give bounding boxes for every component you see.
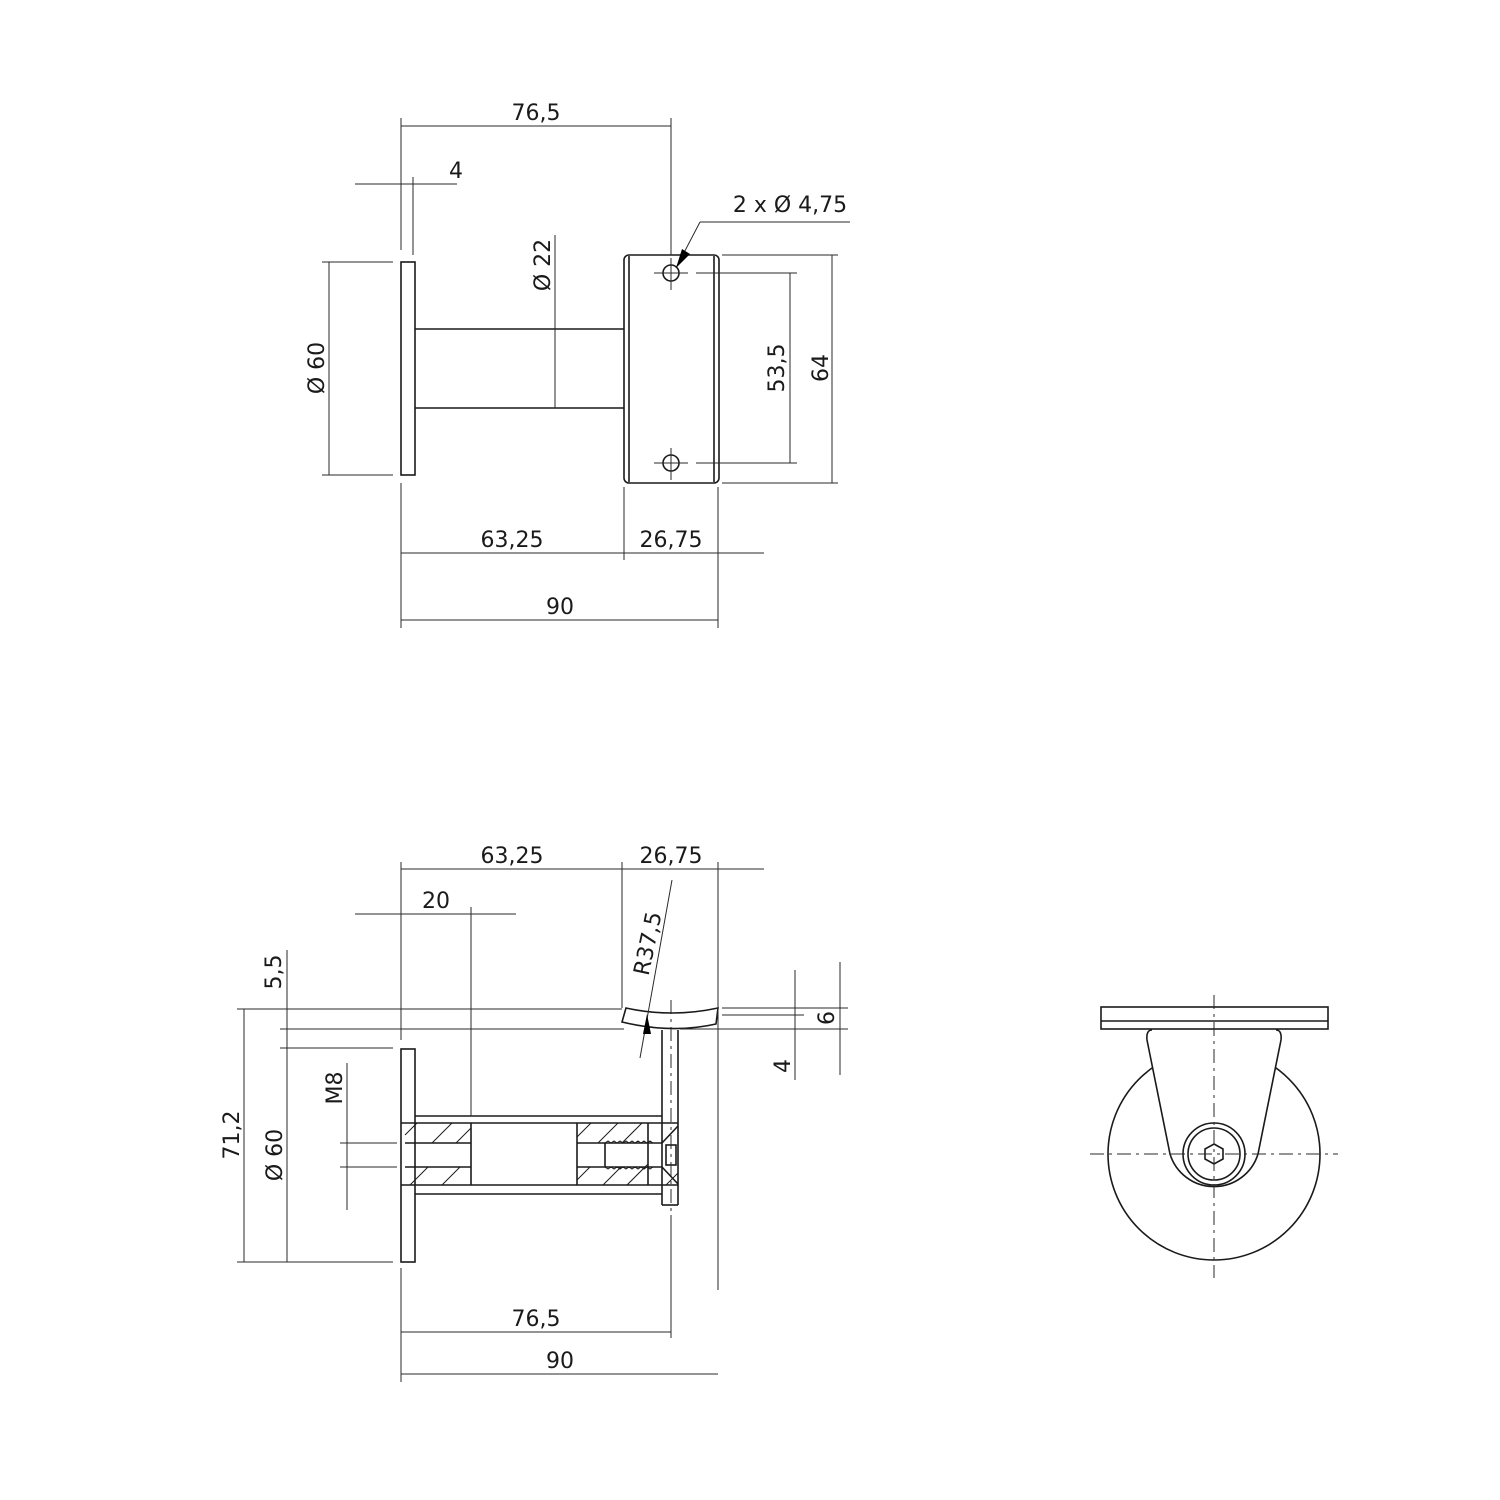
dim-64: 64 (809, 354, 834, 382)
dim-76-5: 76,5 (512, 101, 561, 126)
dim-4: 4 (449, 159, 463, 184)
dim-71-2: 71,2 (220, 1111, 245, 1160)
dim-26-75: 26,75 (640, 844, 703, 869)
radius-arrow (643, 1014, 651, 1034)
dim-76-5: 76,5 (512, 1307, 561, 1332)
dim-plate-diameter: Ø 60 (305, 342, 330, 394)
dim-5-5: 5,5 (262, 955, 287, 990)
dim-26-75: 26,75 (640, 528, 703, 553)
boss-inner (1187, 1127, 1241, 1181)
dim-90: 90 (546, 1349, 574, 1374)
thread-bottom (604, 1166, 654, 1170)
dim-53-5: 53,5 (765, 344, 790, 393)
dim-20: 20 (422, 889, 450, 914)
wall-plate (400, 1048, 416, 1263)
saddle-curve (621, 1006, 719, 1030)
dim-tube-diameter: Ø 22 (531, 239, 556, 291)
leader-arrow (676, 249, 690, 268)
dim-63-25: 63,25 (481, 844, 544, 869)
section-view: 63,25 26,75 20 R37,5 5,5 71,2 Ø 60 M8 6 … (220, 844, 848, 1382)
screw-head-top (648, 1125, 679, 1144)
dim-plate-diameter: Ø 60 (263, 1129, 288, 1181)
dim-90: 90 (546, 595, 574, 620)
dim-63-25: 63,25 (481, 528, 544, 553)
dim-6: 6 (815, 1011, 840, 1025)
thread-top (604, 1140, 654, 1144)
wall-plate (400, 261, 416, 476)
front-view (1090, 995, 1338, 1278)
dim-m8: M8 (323, 1072, 348, 1105)
top-view: 76,5 4 2 x Ø 4,75 Ø 22 Ø 60 53,5 64 (305, 101, 850, 628)
hole-callout: 2 x Ø 4,75 (733, 193, 847, 218)
section-hatching (404, 1122, 679, 1186)
dim-4: 4 (771, 1059, 796, 1073)
screw-head-bottom (648, 1166, 679, 1185)
dim-r37-5: R37,5 (630, 910, 668, 978)
